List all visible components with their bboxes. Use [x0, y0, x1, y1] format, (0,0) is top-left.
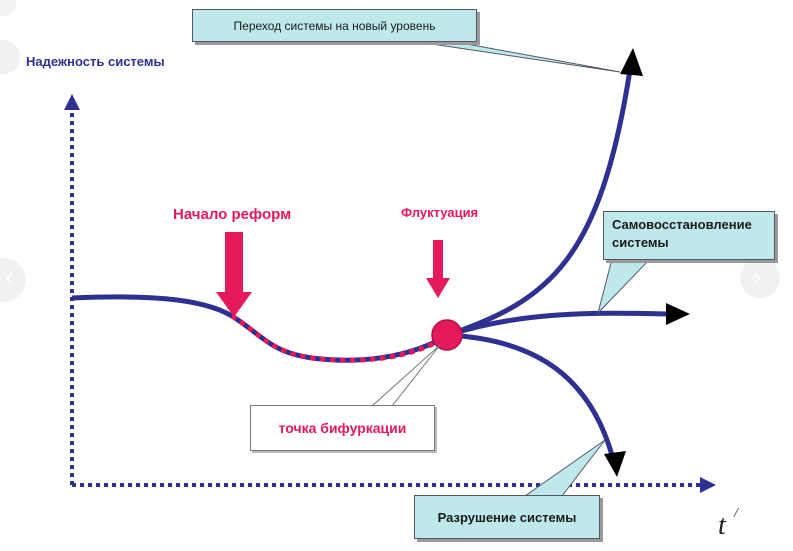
- callout-bifurcation: точка бифуркации: [250, 405, 435, 451]
- fluctuation-arrow-icon: [426, 240, 450, 298]
- next-slide-button[interactable]: [740, 258, 780, 298]
- branch-self-recovery: [447, 310, 671, 338]
- bifurcation-point-marker: [431, 319, 463, 351]
- branch-destruction-arrow-icon: [604, 451, 626, 477]
- callout-tail-new-level: [404, 39, 621, 73]
- callout-self-recovery: Самовосстановление системы: [603, 211, 775, 260]
- reform-arrow-icon: [216, 232, 252, 317]
- time-axis-prime: /: [734, 506, 738, 521]
- reform-start-label: Начало реформ: [173, 206, 292, 223]
- callout-new-level-text: Переход системы на новый уровень: [233, 18, 436, 33]
- x-axis-arrow-icon: [700, 477, 716, 493]
- branch-self-recovery-arrow-icon: [666, 303, 690, 325]
- branch-destruction: [447, 332, 615, 456]
- callout-tail-self-recovery: [597, 258, 652, 315]
- callout-bifurcation-text: точка бифуркации: [278, 420, 407, 436]
- y-axis-label: Надежность системы: [26, 54, 165, 69]
- time-axis-label: t: [718, 510, 726, 541]
- system-curve: [71, 294, 450, 363]
- branch-new-level-arrow-icon: [620, 48, 643, 76]
- callout-destruction: Разрушение системы: [414, 495, 600, 539]
- callout-self-recovery-line1: Самовосстановление: [612, 217, 752, 232]
- chevron-right-icon: ›: [752, 263, 763, 293]
- branch-new-level: [447, 69, 633, 338]
- expand-icon[interactable]: [0, 40, 20, 74]
- reform-period-curve: [230, 313, 442, 363]
- callout-tail-destruction: [523, 439, 606, 497]
- corner-decoration-top: [0, 0, 16, 16]
- callout-new-level: Переход системы на новый уровень: [192, 9, 477, 42]
- fluctuation-label: Флуктуация: [401, 205, 479, 220]
- callout-destruction-text: Разрушение системы: [437, 509, 577, 525]
- callout-self-recovery-line2: системы: [612, 235, 669, 250]
- chevron-left-icon: ‹: [4, 263, 15, 293]
- y-axis-arrow-icon: [64, 94, 80, 110]
